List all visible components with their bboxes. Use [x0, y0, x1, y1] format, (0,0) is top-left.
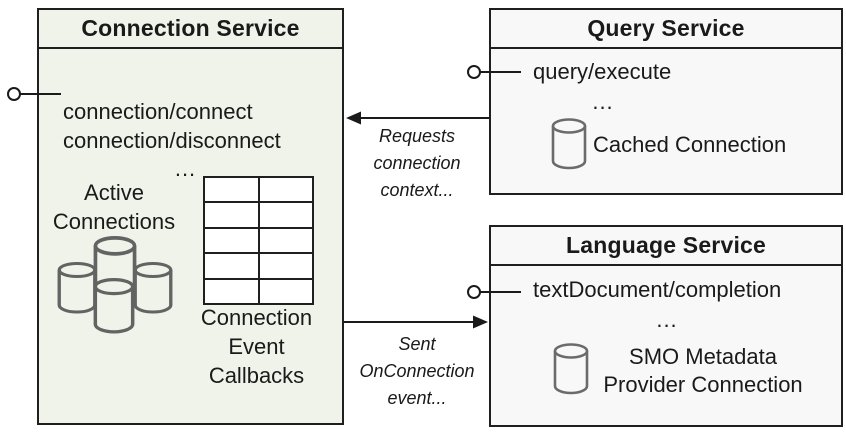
method-connection-disconnect: connection/disconnect — [63, 128, 281, 153]
active-connections-line2: Connections — [52, 209, 176, 234]
requests-label-line3: context... — [380, 180, 454, 200]
requests-connection-context-label: Requests connection context... — [348, 123, 486, 204]
table-cell — [205, 279, 258, 303]
table-cell — [259, 279, 312, 303]
query-service-box: Query Service query/execute ... Cached C… — [489, 8, 843, 195]
cached-connection-label: Cached Connection — [593, 132, 787, 157]
sent-label-line1: Sent — [398, 334, 436, 354]
cached-connection-database-icon — [551, 118, 587, 170]
connection-event-callbacks-label: Connection Event Callbacks — [184, 303, 329, 390]
table-cell — [205, 178, 258, 202]
active-connections-databases-icon — [57, 236, 173, 334]
query-service-title: Query Service — [491, 10, 841, 49]
smo-label-line1: SMO Metadata — [629, 344, 777, 369]
language-methods-ellipsis: ... — [656, 307, 678, 332]
smo-label-line2: Provider Connection — [603, 372, 803, 397]
table-cell — [205, 203, 258, 227]
connection-service-box: Connection Service connection/connect co… — [37, 8, 344, 425]
active-connections-label: Active Connections — [39, 178, 189, 236]
callbacks-line3: Callbacks — [208, 363, 305, 388]
sent-label-line2: OnConnection — [359, 361, 475, 381]
method-query-execute: query/execute — [533, 59, 672, 84]
language-service-title: Language Service — [491, 227, 841, 266]
query-methods-ellipsis: ... — [592, 89, 614, 114]
connection-event-callbacks-table — [203, 176, 314, 305]
table-cell — [259, 178, 312, 202]
smo-metadata-provider-label: SMO Metadata Provider Connection — [587, 343, 819, 399]
arrowhead-right-icon — [473, 315, 488, 329]
sent-label-line3: event... — [387, 388, 447, 408]
connection-methods-ellipsis: ... — [174, 156, 197, 181]
connection-methods-list: connection/connect connection/disconnect — [63, 97, 281, 155]
callbacks-line1: Connection — [200, 305, 313, 330]
sent-onconnection-event-arrow — [344, 315, 488, 329]
table-cell — [205, 254, 258, 278]
table-cell — [205, 228, 258, 253]
requests-label-line1: Requests — [378, 126, 456, 146]
table-cell — [259, 203, 312, 227]
smo-provider-database-icon — [553, 343, 589, 395]
callbacks-line2: Event — [228, 334, 285, 359]
active-connections-line1: Active — [84, 180, 144, 205]
connection-service-title: Connection Service — [39, 10, 342, 49]
method-connection-connect: connection/connect — [63, 99, 253, 124]
table-cell — [259, 228, 312, 253]
requests-label-line2: connection — [373, 153, 461, 173]
table-cell — [259, 254, 312, 278]
sent-onconnection-event-label: Sent OnConnection event... — [348, 331, 486, 412]
language-service-box: Language Service textDocument/completion… — [489, 225, 843, 427]
method-textdocument-completion: textDocument/completion — [533, 277, 782, 302]
